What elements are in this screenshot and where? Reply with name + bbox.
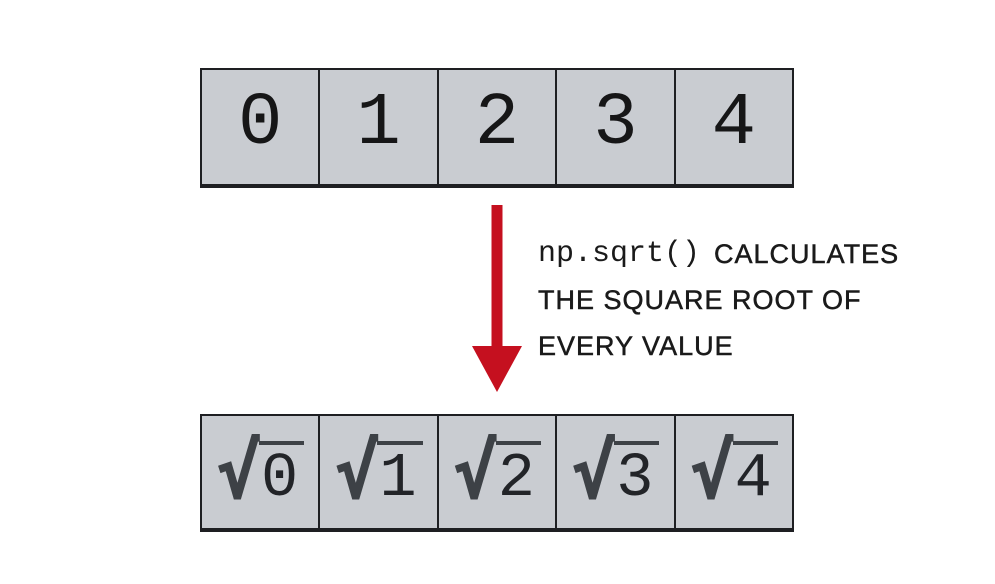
array-cell: 1 bbox=[318, 70, 436, 184]
array-cell: √ 1 bbox=[318, 416, 436, 528]
cell-value: 0 bbox=[258, 440, 305, 510]
array-cell: √ 4 bbox=[673, 416, 792, 528]
cell-value: 2 bbox=[495, 440, 541, 510]
array-cell: 0 bbox=[202, 70, 318, 184]
array-cell: 2 bbox=[436, 70, 555, 184]
sqrt-expression: √ 2 bbox=[453, 426, 541, 516]
annotation-line-3: EVERY VALUE bbox=[538, 323, 899, 369]
output-array: √ 0 √ 1 √ 2 √ 3 √ 4 bbox=[200, 414, 794, 532]
cell-value: 2 bbox=[474, 82, 520, 166]
annotation-text: np.sqrt() CALCULATES THE SQUARE ROOT OF … bbox=[538, 231, 899, 369]
annotation-line-2: THE SQUARE ROOT OF bbox=[538, 277, 899, 323]
annotation-caps: CALCULATES bbox=[714, 238, 900, 269]
radical-sign-icon: √ bbox=[571, 426, 618, 516]
radical-sign-icon: √ bbox=[689, 426, 736, 516]
sqrt-expression: √ 4 bbox=[689, 426, 778, 516]
sqrt-expression: √ 1 bbox=[334, 426, 423, 516]
array-cell: 3 bbox=[555, 70, 673, 184]
array-cell: 4 bbox=[673, 70, 792, 184]
array-cell: √ 0 bbox=[202, 416, 318, 528]
cell-value: 3 bbox=[614, 440, 660, 510]
cell-value: 4 bbox=[711, 82, 757, 166]
array-cell: √ 2 bbox=[436, 416, 555, 528]
annotation-line-1: np.sqrt() CALCULATES bbox=[538, 231, 899, 277]
input-array: 0 1 2 3 4 bbox=[200, 68, 794, 188]
array-cell: √ 3 bbox=[555, 416, 673, 528]
cell-value: 1 bbox=[356, 82, 401, 166]
code-label: np.sqrt() bbox=[538, 237, 701, 271]
cell-value: 1 bbox=[377, 440, 423, 510]
radical-sign-icon: √ bbox=[453, 426, 499, 516]
cell-value: 3 bbox=[593, 82, 638, 166]
radical-sign-icon: √ bbox=[334, 426, 381, 516]
radical-sign-icon: √ bbox=[216, 426, 262, 516]
sqrt-expression: √ 0 bbox=[216, 426, 305, 516]
down-arrow-icon bbox=[472, 205, 522, 392]
annotation-caps: THE SQUARE ROOT OF bbox=[538, 284, 862, 315]
cell-value: 0 bbox=[237, 82, 283, 166]
sqrt-expression: √ 3 bbox=[571, 426, 660, 516]
annotation-caps: EVERY VALUE bbox=[538, 330, 734, 361]
cell-value: 4 bbox=[732, 440, 778, 510]
